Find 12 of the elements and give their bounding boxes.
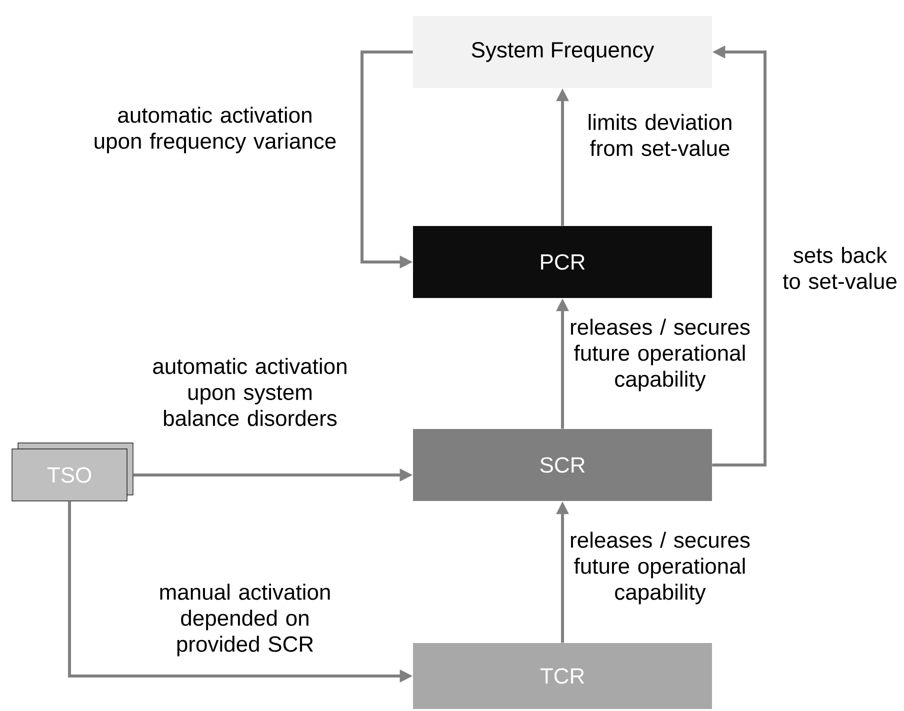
process-box: TCR: [413, 642, 712, 709]
edge-label: automatic activation upon system balance disorders: [153, 358, 346, 426]
edge-label: sets back to set-value: [782, 246, 896, 290]
edge-label: manual activation depended on provided SCR: [160, 584, 330, 656]
stacked-box: TSO: [12, 442, 134, 502]
edge-label: limits deviation from set-value: [588, 114, 732, 156]
frequency-box: System Frequency: [413, 16, 712, 88]
edge-label: automatic activation upon frequency variance: [94, 106, 336, 154]
edge-label: releases / secures future operational capability: [570, 318, 750, 392]
process-box: SCR: [413, 428, 712, 501]
process-box: PCR: [413, 226, 712, 298]
edge-label: releases / secures future operational capability: [570, 532, 750, 604]
